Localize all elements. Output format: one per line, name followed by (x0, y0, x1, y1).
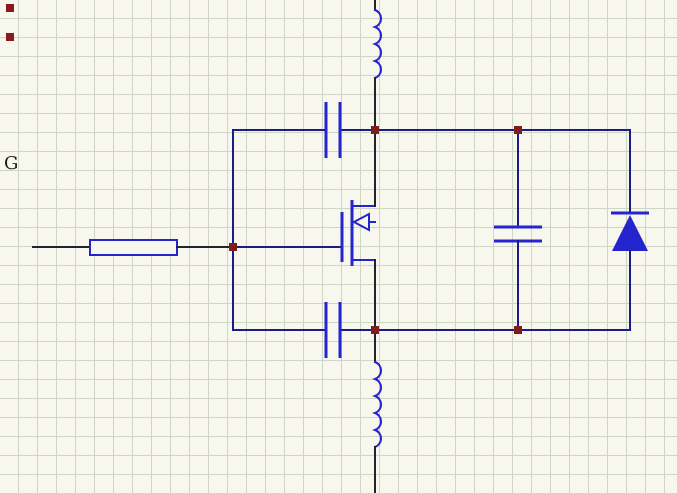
corner-marker (6, 33, 14, 41)
corner-markers (6, 4, 14, 41)
coupling-capacitor-bottom (324, 302, 342, 358)
zener-diode-branch (611, 129, 649, 331)
mosfet-bulk-arrow-icon (351, 212, 370, 232)
mosfet (340, 200, 376, 266)
junction-dot (229, 243, 237, 251)
corner-marker (6, 4, 14, 12)
center-trunk (371, 0, 382, 493)
junction-dot (514, 126, 522, 134)
junction-dot (371, 126, 379, 134)
coupling-capacitor-top (324, 102, 342, 158)
inductor-top (371, 8, 382, 80)
output-capacitor-branch (494, 129, 542, 331)
output-bus (374, 129, 631, 331)
inductor-bottom (371, 360, 382, 449)
gate-resistor (89, 239, 178, 256)
junction-dot (371, 326, 379, 334)
input-stage (32, 239, 234, 256)
diode-triangle-icon (612, 215, 648, 251)
junction-dots (229, 126, 522, 334)
net-label-g: G (4, 153, 18, 174)
feedback-loop-left (232, 129, 376, 331)
junction-dot (514, 326, 522, 334)
